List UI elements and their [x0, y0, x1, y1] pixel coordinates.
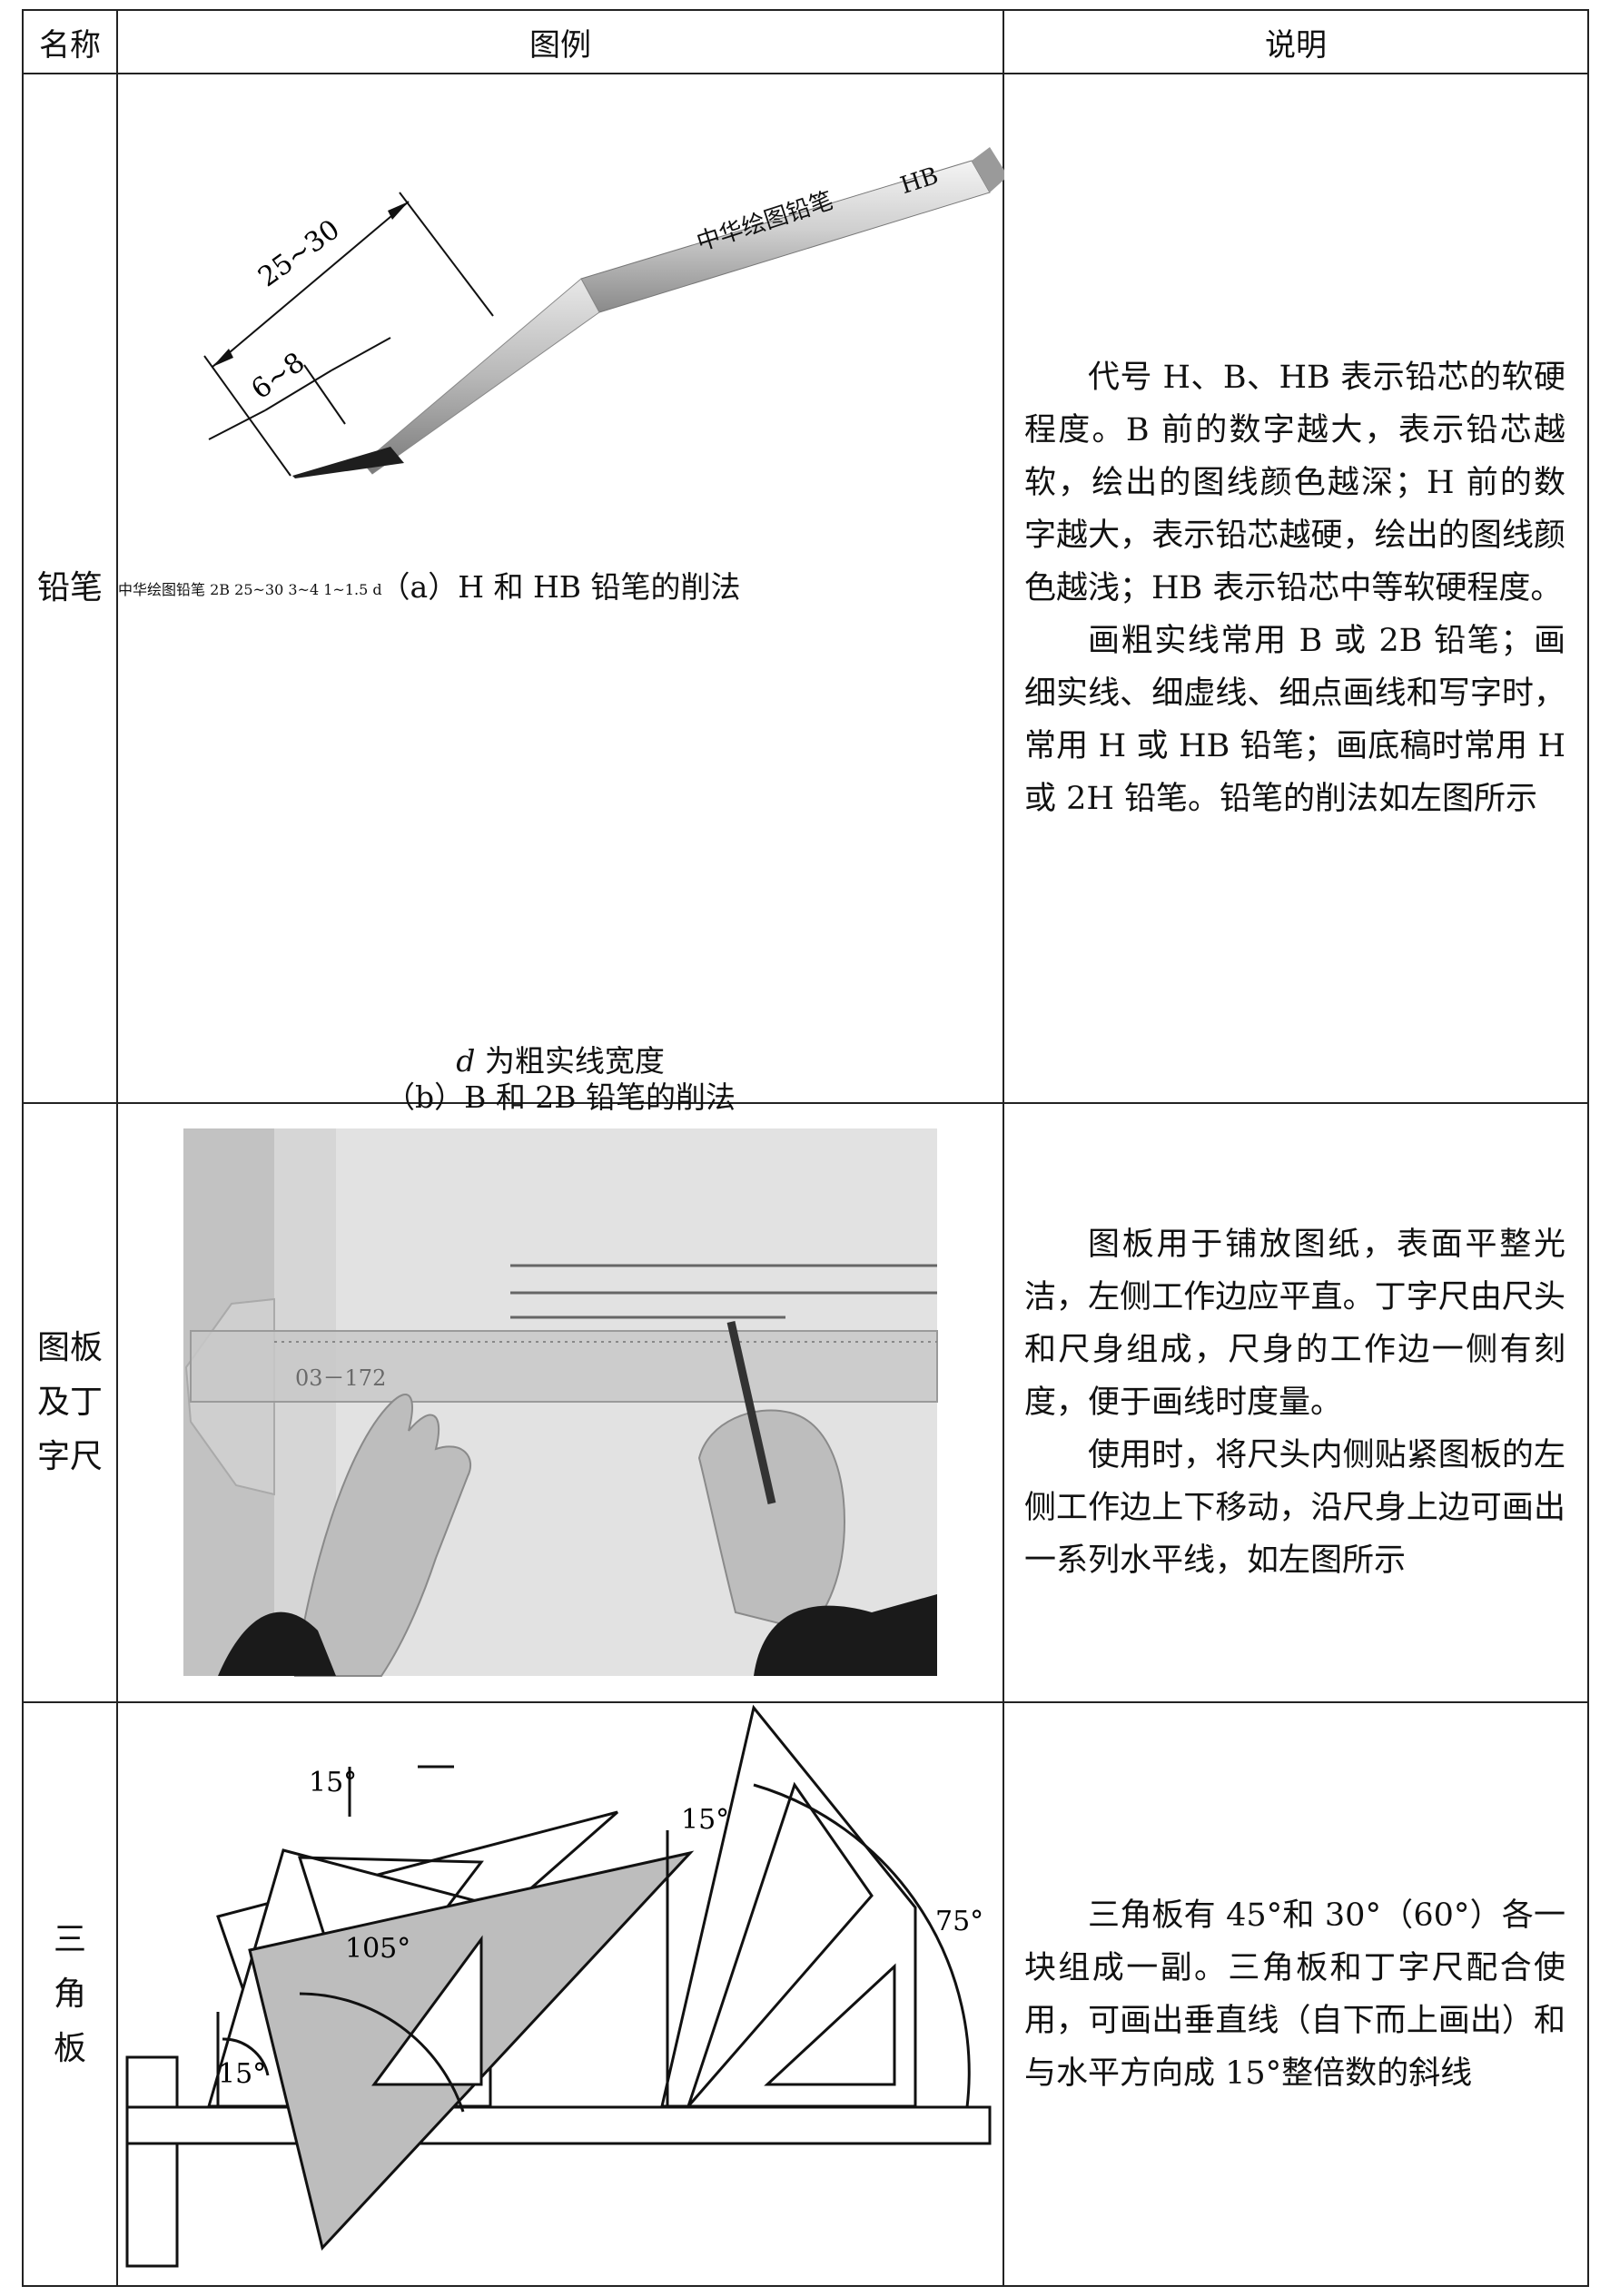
- angle-15-right: 15°: [681, 1804, 729, 1836]
- triangle-name-line-3: 板: [53, 2029, 86, 2067]
- left-sleeve: [218, 1611, 336, 1676]
- board-name-line-1: 图板: [36, 1329, 103, 1366]
- row-pencil: 铅笔 中华绘图铅笔 HB: [22, 73, 1589, 1115]
- ruler-mark: 03－172: [295, 1365, 386, 1391]
- pencil-b-end: 中华绘图铅笔 2B 25~30 3~4 1~1.5 d: [118, 581, 382, 598]
- board-photo: 03－172: [183, 1128, 938, 1677]
- pencil-b-ext3: 3~4 1~1.5 d: [288, 581, 381, 598]
- triangle-diagram: 15° 105° 15° 15° 75°: [125, 1704, 992, 2268]
- pencil-description: 代号 H、B、HB 表示铅芯的软硬程度。B 前的数字越大，表示铅芯越软，绘出的图…: [1003, 73, 1589, 1104]
- arrowhead: 25~30 3~4 1~1.5 d: [234, 581, 381, 598]
- triangle-figure-cell: 15° 105° 15° 15° 75°: [116, 1701, 1004, 2287]
- right-sleeve: [754, 1594, 937, 1676]
- pencil-a-ext1: [203, 355, 291, 477]
- pencil-b-drawing: 中华绘图铅笔 2B 25~30 3~4 1~1.5 d: [118, 581, 382, 598]
- pencil-b-dim-tip-label: 1~1.5: [323, 581, 369, 598]
- pencil-a-dim-long-label: 25~30: [252, 213, 346, 293]
- pencil-b-dim-short: 3~4 1~1.5 d: [288, 581, 381, 598]
- left-hand: [293, 1394, 472, 1677]
- arrowhead: [212, 349, 233, 367]
- arrowhead: 25~30 3~4 1~1.5 d: [234, 581, 381, 598]
- pencil-b-dim-long-label: 25~30: [234, 581, 284, 598]
- triangle-name: 三 角 板: [22, 1701, 118, 2287]
- angle-105: 105°: [345, 1933, 410, 1965]
- board-description: 图板用于铺放图纸，表面平整光洁，左侧工作边应平直。丁字尺由尺头和尺身组成，尺身的…: [1003, 1102, 1589, 1703]
- arc-105: [299, 1992, 465, 2113]
- pencil-figures: 中华绘图铅笔 HB 25~30 6~8: [203, 147, 1004, 478]
- pencil-b-grade: 2B: [210, 581, 231, 598]
- pencil-a-ext2: [399, 192, 494, 317]
- pencil-b-dim-d-label: d: [372, 581, 382, 598]
- pencil-b-ext1: 25~30 3~4 1~1.5 d: [234, 581, 381, 598]
- pencil-b-dim-short-label: 3~4: [288, 581, 320, 598]
- pencil-desc-para-1: 代号 H、B、HB 表示铅芯的软硬程度。B 前的数字越大，表示铅芯越软，绘出的图…: [1024, 360, 1566, 606]
- header-figure: 图例: [116, 9, 1004, 74]
- pencil-a-lead: [292, 447, 404, 478]
- triangle-name-line-2: 角: [53, 1975, 86, 2013]
- triangle-right-small: [764, 1963, 896, 2086]
- row-board: 图板 及丁 字尺 03－172: [22, 1102, 1589, 1703]
- pencil-b-ext2: 25~30 3~4 1~1.5 d: [234, 581, 381, 598]
- pencil-in-hand: [726, 1321, 776, 1504]
- angle-75: 75°: [935, 1906, 983, 1937]
- header-row: 名称 图例 说明: [22, 9, 1589, 74]
- arrowhead: [388, 202, 409, 220]
- tsquare-head-outline: [125, 2055, 179, 2268]
- triangle-desc-para-1: 三角板有 45°和 30°（60°）各一块组成一副。三角板和丁字尺配合使用，可画…: [1024, 1897, 1566, 2092]
- drawing-tools-table: 名称 图例 说明 铅笔: [22, 9, 1589, 2287]
- pencil-a-drawing: 中华绘图铅笔 HB 25~30 6~8: [203, 147, 1004, 478]
- board-name-line-2: 及丁: [36, 1384, 103, 1421]
- triangle-description: 三角板有 45°和 30°（60°）各一块组成一副。三角板和丁字尺配合使用，可画…: [1003, 1701, 1589, 2287]
- pencil-a-dim-short-right: [331, 337, 391, 371]
- line: 1~1.5 d: [323, 581, 381, 598]
- pencil-a-dim-short: [264, 370, 332, 411]
- pencil-b-note: d 为粗实线宽度: [118, 1037, 1003, 1080]
- triangle-right-inner: [686, 1781, 874, 2107]
- pencil-a-dim-short-left: [208, 409, 266, 440]
- header-name: 名称: [22, 9, 118, 74]
- pencil-b-note-text: 为粗实线宽度: [484, 1043, 665, 1079]
- pencil-a-cone: [362, 278, 600, 475]
- board-figure-cell: 03－172: [116, 1102, 1004, 1703]
- pencil-a-ext3: [303, 364, 346, 425]
- arc-15-left: [222, 2037, 270, 2076]
- line: d: [372, 581, 381, 598]
- board-name-line-3: 字尺: [36, 1438, 103, 1475]
- arc-75: [753, 1783, 971, 2108]
- header-description: 说明: [1003, 9, 1589, 74]
- pencil-name: 铅笔: [22, 73, 118, 1104]
- pencil-desc-para-2: 画粗实线常用 B 或 2B 铅笔；画细实线、细虚线、细点画线和写字时，常用 H …: [1024, 623, 1566, 817]
- triangle-30-60-inner: [371, 1935, 483, 2086]
- pencil-b-body: 中华绘图铅笔 2B 25~30 3~4 1~1.5 d: [118, 581, 382, 598]
- pencil-a-caption: （a）H 和 HB 铅笔的削法: [380, 569, 741, 605]
- pencil-b-dim-long: 25~30 3~4 1~1.5 d: [234, 581, 381, 598]
- tsquare-blade-outline: [125, 2105, 992, 2145]
- angle-15-left: 15°: [218, 2058, 266, 2090]
- pencil-b-brand: 中华绘图铅笔: [118, 581, 206, 598]
- pencil-b-lead: 中华绘图铅笔 2B 25~30 3~4 1~1.5 d: [118, 581, 382, 598]
- triangle-name-line-1: 三: [53, 1920, 86, 1958]
- board-desc-para-2: 使用时，将尺头内侧贴紧图板的左侧工作边上下移动，沿尺身上边可画出一系列水平线，如…: [1024, 1437, 1566, 1579]
- angle-15-top: 15°: [309, 1767, 357, 1798]
- pencil-a-end: [972, 147, 1004, 192]
- pencil-figure-cell: 中华绘图铅笔 HB 25~30 6~8: [116, 73, 1004, 1115]
- pencil-a-dim-short-label: 6~8: [246, 347, 311, 407]
- line: d: [372, 581, 381, 598]
- row-triangle: 三 角 板: [22, 1701, 1589, 2287]
- pencil-b-cone: 中华绘图铅笔 2B 25~30 3~4 1~1.5 d: [118, 581, 382, 598]
- pencil-b-note-var: d: [456, 1043, 476, 1079]
- pencil-a-dim-long: [212, 201, 410, 368]
- pencil-b-dim-tip: 1~1.5 d: [323, 581, 381, 598]
- board-name: 图板 及丁 字尺: [22, 1102, 118, 1703]
- board-desc-para-1: 图板用于铺放图纸，表面平整光洁，左侧工作边应平直。丁字尺由尺头和尺身组成，尺身的…: [1024, 1227, 1566, 1421]
- right-hand: [697, 1409, 846, 1632]
